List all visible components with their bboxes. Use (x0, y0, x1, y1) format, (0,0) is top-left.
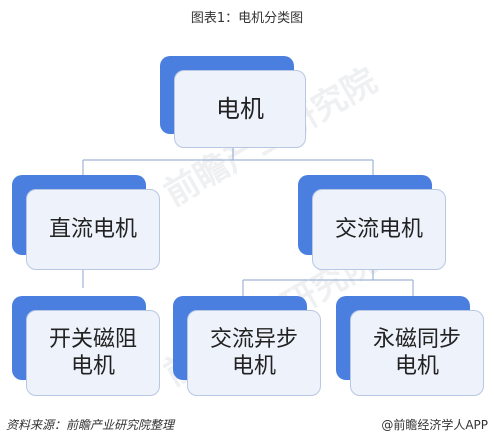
brand-credit: @前瞻经济学人APP (381, 418, 488, 432)
node-label: 永磁同步 电机 (350, 310, 484, 396)
node-pm-sync-motor: 永磁同步 电机 (336, 296, 484, 396)
node-ac-motor: 交流电机 (298, 175, 446, 270)
node-label: 交流异步 电机 (187, 310, 321, 396)
node-dc-motor: 直流电机 (12, 175, 160, 270)
chart-title: 图表1：电机分类图 (190, 11, 304, 26)
node-switched-reluctance-motor: 开关磁阻 电机 (12, 296, 160, 396)
node-label: 开关磁阻 电机 (26, 310, 160, 396)
node-label: 直流电机 (26, 189, 160, 270)
node-motor: 电机 (160, 56, 306, 148)
source-note: 资料来源：前瞻产业研究院整理 (6, 418, 175, 432)
node-ac-async-motor: 交流异步 电机 (173, 296, 321, 396)
node-label: 电机 (174, 70, 306, 148)
node-label: 交流电机 (312, 189, 446, 270)
